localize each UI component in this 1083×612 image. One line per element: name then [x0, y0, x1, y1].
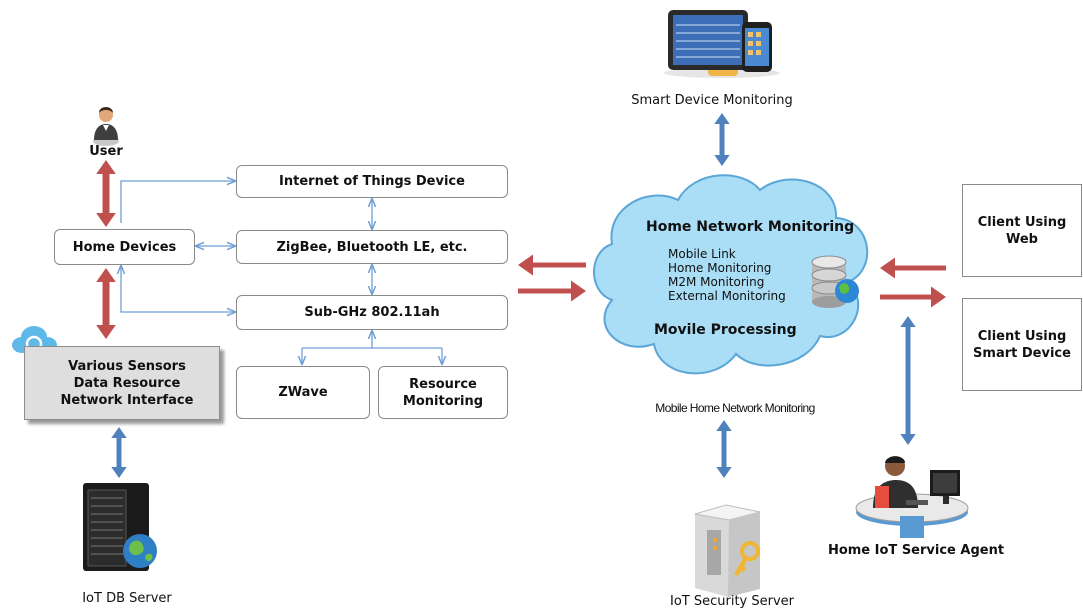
client-smart-box: Client Using Smart Device	[962, 298, 1082, 391]
arrow-cloud-security-tail	[716, 420, 732, 431]
cloud-footer: Movile Processing	[654, 322, 797, 338]
cloud-caption: Mobile Home Network Monitoring	[655, 401, 815, 415]
arrow-sensors-db-head	[111, 467, 127, 478]
user-label: User	[89, 144, 123, 159]
arrow-cloud-security-head	[716, 467, 732, 478]
arrow-user-home-tail	[96, 160, 116, 174]
arrow-client-agent-head	[900, 434, 916, 445]
client-web-box: Client Using Web	[962, 184, 1082, 277]
line-home-subghz	[121, 266, 235, 312]
user-person-icon	[93, 107, 119, 146]
arrow-smart-cloud-head	[714, 155, 730, 166]
cloud-item: Home Monitoring	[668, 261, 772, 275]
subghz-box: Sub-GHz 802.11ah	[236, 295, 508, 330]
arrow-devices-to-cloud-head	[571, 280, 586, 302]
service-agent-label: Home IoT Service Agent	[827, 543, 1005, 558]
cloud-shape	[593, 174, 869, 375]
cloud-item: External Monitoring	[668, 289, 786, 303]
arrow-smart-cloud-tail	[714, 113, 730, 124]
database-globe-icon	[811, 255, 859, 308]
resource-monitoring-box: Resource Monitoring	[378, 366, 508, 419]
zwave-box: ZWave	[236, 366, 370, 419]
line-user-to-iot	[120, 181, 235, 223]
arrow-sensors-db-tail	[111, 427, 127, 438]
security-server-icon	[694, 504, 761, 597]
service-agent-icon	[855, 456, 969, 538]
smart-devices-icon	[664, 10, 780, 78]
iot-db-server-label: IoT DB Server	[82, 591, 172, 606]
iot-device-box: Internet of Things Device	[236, 165, 508, 198]
db-server-icon	[83, 483, 157, 571]
cloud-item: Mobile Link	[668, 247, 736, 261]
arrow-client-to-cloud-head	[880, 257, 895, 279]
arrow-home-sensors-head	[96, 325, 116, 339]
cloud-item: M2M Monitoring	[668, 275, 765, 289]
arrow-user-home-head	[96, 213, 116, 227]
home-devices-box: Home Devices	[54, 229, 195, 265]
arrow-cloud-to-client-head	[931, 286, 946, 308]
sensors-box: Various Sensors Data Resource Network In…	[24, 346, 220, 420]
smart-device-monitoring-label: Smart Device Monitoring	[631, 93, 793, 108]
zigbee-box: ZigBee, Bluetooth LE, etc.	[236, 230, 508, 264]
cloud-title: Home Network Monitoring	[646, 219, 855, 235]
arrow-home-sensors-tail	[96, 268, 116, 282]
arrow-client-agent-tail	[900, 316, 916, 327]
iot-security-server-label: IoT Security Server	[669, 594, 795, 609]
cloud-item-list: Mobile Link Home Monitoring M2M Monitori…	[668, 247, 786, 303]
arrow-cloud-to-devices-head	[518, 254, 533, 276]
